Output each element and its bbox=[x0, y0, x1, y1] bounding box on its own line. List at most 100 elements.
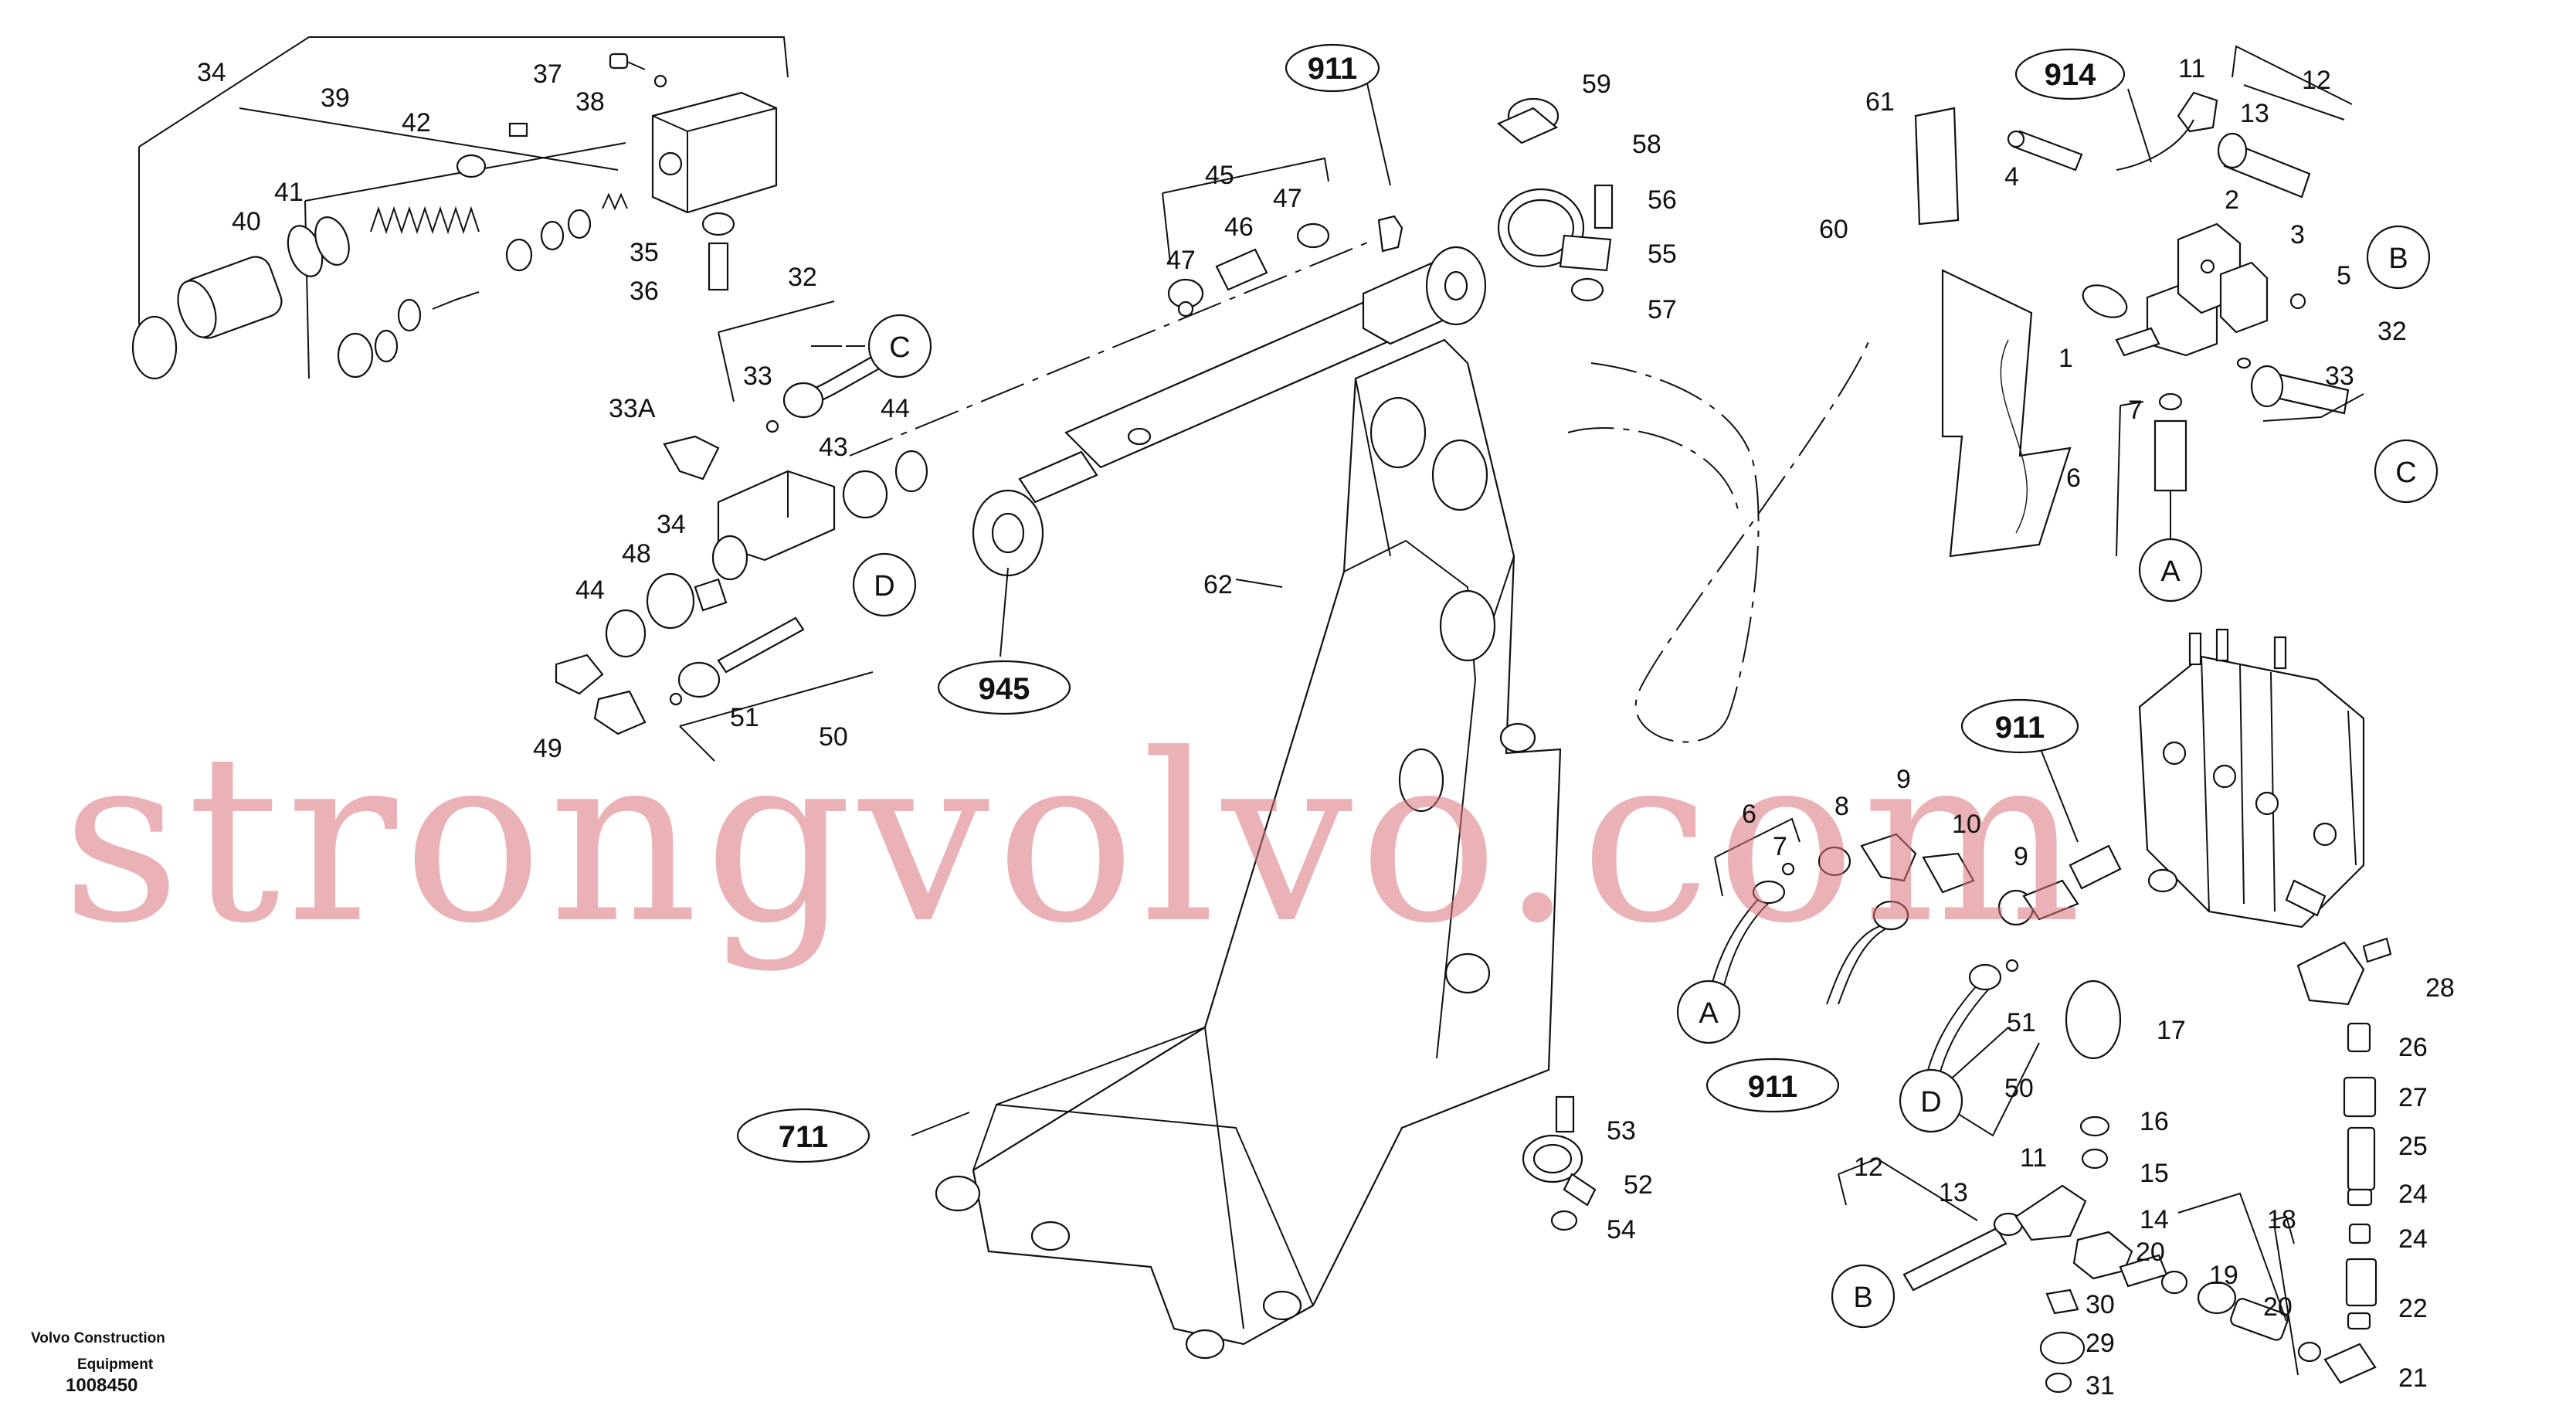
callout-911-top: 911 bbox=[1285, 43, 1380, 93]
part-label: 43 bbox=[819, 433, 848, 462]
part-label: 35 bbox=[630, 238, 659, 267]
part-label: 6 bbox=[1742, 800, 1756, 829]
part-label: 2 bbox=[2225, 185, 2239, 215]
part-label: 29 bbox=[2086, 1329, 2115, 1358]
part-label: 11 bbox=[2178, 54, 2205, 83]
ref-circle-A-bottom: A bbox=[1676, 980, 1741, 1044]
boom-frame bbox=[935, 338, 1562, 1360]
ref-circle-D-left: D bbox=[852, 552, 917, 617]
callout-label: 911 bbox=[1995, 711, 2045, 745]
part-label: 21 bbox=[2398, 1363, 2428, 1393]
part-label: 19 bbox=[2209, 1261, 2238, 1290]
part-label: 38 bbox=[575, 87, 605, 117]
part-label: 47 bbox=[1273, 184, 1302, 213]
part-label: 24 bbox=[2398, 1224, 2428, 1254]
part-label: 7 bbox=[2128, 396, 2143, 425]
part-label: 27 bbox=[2398, 1083, 2428, 1112]
callout-911-bottom: 911 bbox=[1705, 1058, 1840, 1113]
part-label: 32 bbox=[2377, 317, 2407, 346]
part-label: 18 bbox=[2267, 1205, 2296, 1234]
part-label: 56 bbox=[1648, 185, 1677, 215]
part-label: 57 bbox=[1648, 295, 1677, 324]
part-label: 13 bbox=[2240, 99, 2269, 128]
part-label: 13 bbox=[1939, 1178, 1968, 1207]
part-label: 59 bbox=[1582, 70, 1611, 99]
control-valve-block bbox=[2138, 628, 2365, 929]
part-label: 45 bbox=[1205, 161, 1234, 190]
part-label: 28 bbox=[2425, 973, 2455, 1003]
part-label: 33A bbox=[609, 394, 656, 423]
part-label: 49 bbox=[533, 734, 562, 763]
part-label: 50 bbox=[819, 722, 848, 752]
part-label: 55 bbox=[1648, 239, 1677, 269]
ref-circle-C-left: C bbox=[846, 314, 932, 379]
lower-clamp bbox=[1522, 1095, 1597, 1231]
svg-text:C: C bbox=[2395, 457, 2416, 489]
callout-914: 914 bbox=[2014, 48, 2126, 100]
part-label: 42 bbox=[402, 108, 431, 138]
part-label: 9 bbox=[2014, 842, 2028, 871]
ref-circle-B-bottom: B bbox=[1831, 1264, 1896, 1329]
svg-text:B: B bbox=[1853, 1282, 1872, 1314]
part-label: 20 bbox=[2263, 1292, 2293, 1322]
part-label: 24 bbox=[2398, 1180, 2428, 1209]
part-label: 51 bbox=[730, 703, 759, 732]
credit-line-1: Volvo Construction bbox=[31, 1330, 165, 1346]
part-label: 12 bbox=[2302, 66, 2331, 95]
ref-circle-D-bottom: D bbox=[1899, 1068, 1963, 1133]
part-label: 44 bbox=[575, 575, 605, 605]
part-label: 9 bbox=[1896, 765, 1911, 794]
part-label: 60 bbox=[1819, 215, 1848, 244]
part-label: 44 bbox=[881, 394, 910, 423]
callout-711: 711 bbox=[736, 1108, 871, 1163]
part-label: 15 bbox=[2140, 1159, 2169, 1188]
callout-911-mid: 911 bbox=[1960, 698, 2079, 754]
ref-circle-B-top: B bbox=[2366, 225, 2431, 290]
part-label: 12 bbox=[1854, 1153, 1883, 1182]
callout-label: 914 bbox=[2045, 58, 2096, 92]
part-label: 6 bbox=[2066, 463, 2081, 493]
part-label: 53 bbox=[1607, 1116, 1636, 1146]
part-label: 17 bbox=[2157, 1016, 2186, 1045]
part-label: 36 bbox=[630, 277, 659, 306]
part-label: 54 bbox=[1607, 1215, 1636, 1244]
part-label: 7 bbox=[1773, 832, 1787, 861]
credit-line-2: Equipment bbox=[77, 1356, 154, 1373]
part-label: 34 bbox=[197, 58, 226, 87]
clamp-parts bbox=[1496, 97, 1870, 743]
hydraulic-cylinder bbox=[849, 157, 1487, 577]
callout-label: 911 bbox=[1308, 52, 1358, 86]
part-label: 22 bbox=[2398, 1294, 2428, 1323]
svg-text:B: B bbox=[2388, 243, 2408, 275]
part-label: 31 bbox=[2086, 1371, 2115, 1401]
part-label: 34 bbox=[657, 510, 686, 539]
part-label: 33 bbox=[743, 362, 772, 391]
part-label: 11 bbox=[2020, 1143, 2047, 1173]
part-label: 51 bbox=[2007, 1008, 2036, 1037]
part-label: 16 bbox=[2140, 1107, 2169, 1136]
svg-text:C: C bbox=[889, 331, 910, 364]
svg-text:A: A bbox=[1699, 997, 1719, 1030]
part-label: 26 bbox=[2398, 1033, 2428, 1062]
part-label: 39 bbox=[321, 83, 350, 113]
control-lever bbox=[1914, 45, 2364, 558]
part-label: 8 bbox=[1834, 792, 1849, 821]
part-label: 61 bbox=[1865, 87, 1895, 117]
part-label: 46 bbox=[1224, 212, 1254, 242]
part-label: 25 bbox=[2398, 1132, 2428, 1161]
part-label: 33 bbox=[2325, 362, 2354, 391]
part-label: 4 bbox=[2004, 162, 2019, 192]
part-label: 14 bbox=[2140, 1205, 2169, 1234]
part-label: 3 bbox=[2290, 220, 2305, 250]
drawing-number: 1008450 bbox=[66, 1375, 138, 1396]
ref-circle-A-top: A bbox=[2138, 538, 2203, 603]
hose-fittings-left bbox=[555, 300, 928, 762]
callout-label: 911 bbox=[1748, 1070, 1798, 1104]
part-label: 5 bbox=[2337, 261, 2351, 290]
valve-assembly bbox=[131, 36, 789, 380]
ref-circle-C-right: C bbox=[2374, 439, 2439, 504]
hose-fittings-right bbox=[1706, 817, 2392, 1394]
part-label: 50 bbox=[2004, 1074, 2034, 1103]
svg-text:A: A bbox=[2160, 555, 2181, 588]
